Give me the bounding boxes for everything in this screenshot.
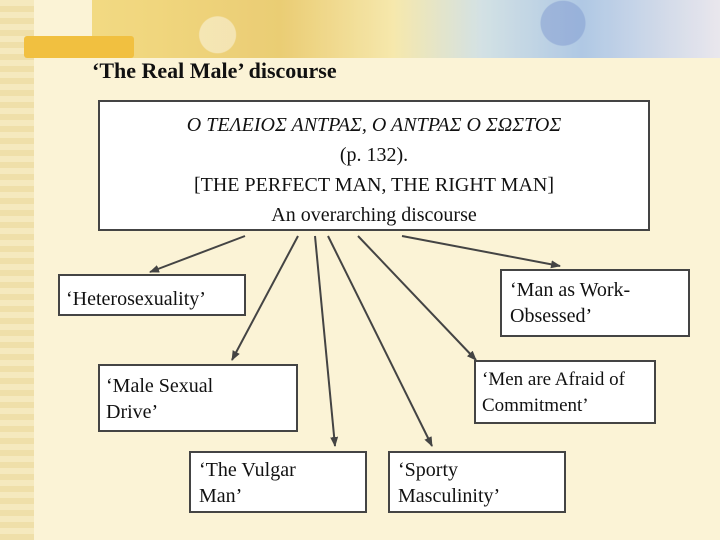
arrow-to-sporty-masculinity xyxy=(327,235,433,447)
node-male-sexual-drive: ‘Male Sexual Drive’ xyxy=(98,364,298,432)
node-sporty-masculinity-line2: Masculinity’ xyxy=(398,485,501,507)
arrow-to-vulgar-man xyxy=(314,235,339,447)
node-heterosexuality: ‘Heterosexuality’ xyxy=(58,274,246,316)
node-work-obsessed-line2: Obsessed’ xyxy=(510,305,593,327)
arrow-to-heterosexuality xyxy=(149,235,246,273)
node-vulgar-man: ‘The Vulgar Man’ xyxy=(189,451,367,513)
decorative-gold-bar xyxy=(24,36,134,58)
greek-heading: Ο ΤΕΛΕΙΟΣ ΑΝΤΡΑΣ, Ο ΑΝΤΡΑΣ Ο ΣΩΣΤΟΣ xyxy=(186,114,562,136)
node-sporty-masculinity: ‘Sporty Masculinity’ xyxy=(388,451,566,513)
node-afraid-commitment-line1: ‘Men are Afraid of xyxy=(482,369,625,390)
node-afraid-commitment: ‘Men are Afraid of Commitment’ xyxy=(474,360,656,424)
slide-title: ‘The Real Male’ discourse xyxy=(92,58,337,83)
english-heading: [THE PERFECT MAN, THE RIGHT MAN] xyxy=(193,174,554,196)
decorative-side-strip xyxy=(0,0,34,540)
main-discourse-box: Ο ΤΕΛΕΙΟΣ ΑΝΤΡΑΣ, Ο ΑΝΤΡΑΣ Ο ΣΩΣΤΟΣ (p. … xyxy=(98,100,650,231)
page-reference: (p. 132). xyxy=(339,144,409,166)
node-afraid-commitment-line2: Commitment’ xyxy=(482,395,589,416)
node-work-obsessed-line1: ‘Man as Work- xyxy=(510,279,631,301)
node-vulgar-man-line2: Man’ xyxy=(199,485,243,507)
main-subtitle: An overarching discourse xyxy=(271,204,477,226)
arrow-to-afraid-commitment xyxy=(357,235,477,361)
node-sporty-masculinity-line1: ‘Sporty xyxy=(398,459,458,481)
node-male-sexual-drive-line2: Drive’ xyxy=(106,401,159,423)
decorative-header-image xyxy=(92,0,720,58)
node-heterosexuality-text: ‘Heterosexuality’ xyxy=(66,288,206,310)
arrow-to-male-sexual-drive xyxy=(231,235,299,361)
node-vulgar-man-line1: ‘The Vulgar xyxy=(199,459,296,481)
node-male-sexual-drive-line1: ‘Male Sexual xyxy=(106,375,214,397)
node-work-obsessed: ‘Man as Work- Obsessed’ xyxy=(500,269,690,337)
arrow-to-work-obsessed xyxy=(401,235,561,269)
